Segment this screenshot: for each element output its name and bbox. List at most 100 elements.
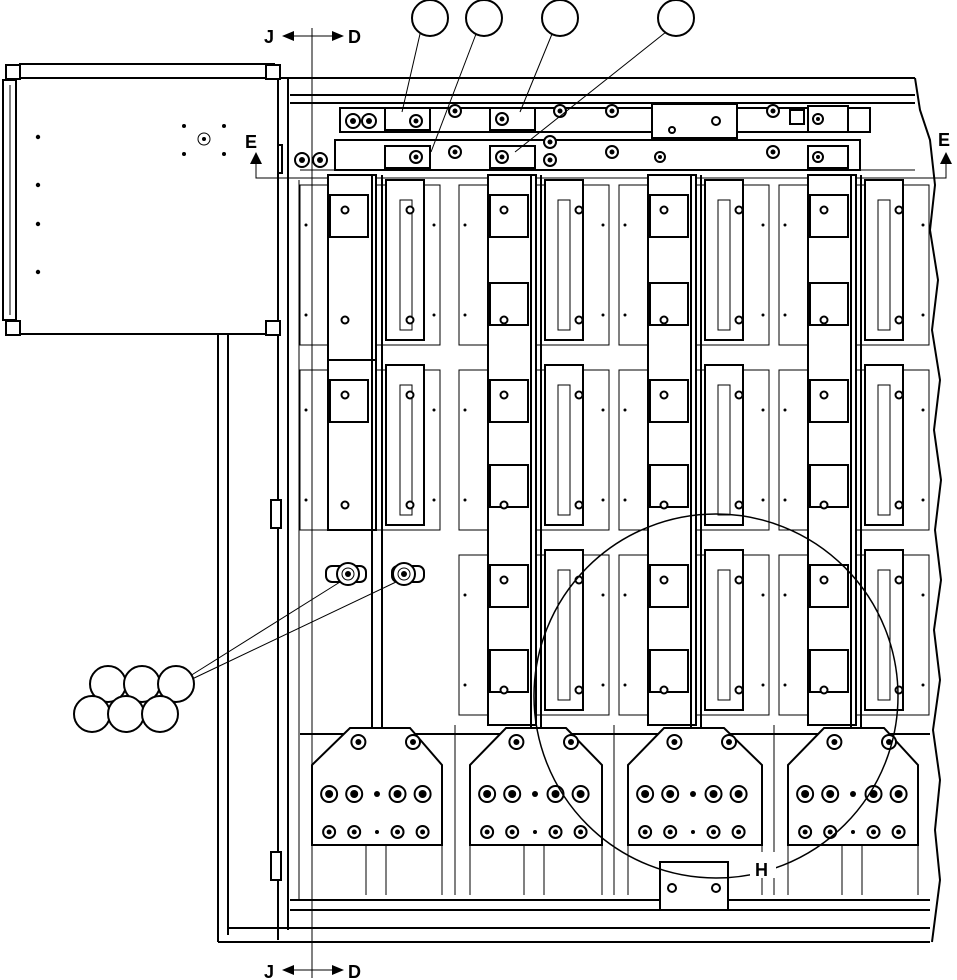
fastener-dot — [601, 593, 605, 597]
callout-balloon-1 — [411, 0, 449, 37]
section-label-top-right: D — [348, 27, 361, 47]
fastener-screw — [894, 315, 904, 325]
fastener-dot — [623, 408, 627, 412]
left-door-panel — [2, 63, 281, 336]
fastener-screw — [819, 390, 829, 400]
fastener-screw — [405, 500, 415, 510]
fastener-screw — [499, 390, 509, 400]
fastener-dot — [921, 223, 925, 227]
fastener-dot — [432, 223, 436, 227]
module-column-3 — [647, 174, 744, 730]
fastener-screw — [894, 390, 904, 400]
fastener-screw — [734, 685, 744, 695]
fastener-dot — [601, 408, 605, 412]
fastener-screw — [405, 315, 415, 325]
fastener-screw — [659, 315, 669, 325]
callout-balloon-3 — [541, 0, 579, 37]
fastener-dot — [761, 223, 765, 227]
fastener-dot — [921, 593, 925, 597]
fastener-screw — [405, 205, 415, 215]
fastener-dot — [783, 408, 787, 412]
fastener-screw — [659, 575, 669, 585]
fastener-dot — [432, 498, 436, 502]
fastener-screw — [340, 315, 350, 325]
fastener-screw — [340, 500, 350, 510]
fastener-screw — [499, 205, 509, 215]
fastener-dot — [463, 498, 467, 502]
callout-balloon-4 — [657, 0, 695, 37]
fastener-dot — [921, 683, 925, 687]
fastener-dot — [761, 408, 765, 412]
panel-fasteners — [304, 205, 925, 695]
fastener-screw — [734, 390, 744, 400]
module-grid — [299, 174, 930, 730]
fastener-dot — [761, 498, 765, 502]
top-bolts — [294, 104, 824, 168]
section-line-jd: J D J D — [264, 27, 361, 980]
fastener-screw — [340, 390, 350, 400]
fastener-dot — [783, 683, 787, 687]
fastener-screw — [734, 205, 744, 215]
fastener-screw — [734, 575, 744, 585]
fastener-dot — [304, 408, 308, 412]
fastener-screw — [819, 315, 829, 325]
top-callouts — [401, 0, 695, 153]
ground-studs — [325, 562, 425, 586]
fastener-dot — [783, 313, 787, 317]
section-label-bottom-right: D — [348, 962, 361, 980]
fastener-dot — [601, 683, 605, 687]
fastener-screw — [819, 575, 829, 585]
top-busbar-assembly — [294, 103, 915, 179]
fastener-screw — [894, 685, 904, 695]
fastener-screw — [819, 205, 829, 215]
fastener-dot — [921, 498, 925, 502]
module-column-1 — [327, 174, 425, 730]
fastener-screw — [574, 205, 584, 215]
fastener-dot — [623, 683, 627, 687]
callout-balloon-2 — [465, 0, 503, 37]
fastener-screw — [574, 390, 584, 400]
module-column-4 — [807, 174, 904, 730]
cluster-balloon-3 — [157, 665, 195, 703]
detail-circle-h: H — [533, 513, 899, 880]
fastener-dot — [623, 593, 627, 597]
module-column-2 — [487, 174, 584, 730]
view-label-left: E — [245, 132, 257, 152]
fastener-dot — [783, 593, 787, 597]
fastener-screw — [819, 685, 829, 695]
fastener-screw — [499, 500, 509, 510]
fastener-screw — [499, 575, 509, 585]
fastener-screw — [659, 500, 669, 510]
fastener-screw — [574, 315, 584, 325]
fastener-screw — [574, 685, 584, 695]
view-marker-right: E — [905, 130, 952, 179]
fastener-screw — [659, 390, 669, 400]
fastener-screw — [894, 205, 904, 215]
fastener-dot — [921, 408, 925, 412]
fastener-screw — [659, 685, 669, 695]
bottom-terminal-blocks — [300, 725, 930, 911]
fastener-screw — [894, 575, 904, 585]
fastener-screw — [405, 390, 415, 400]
fastener-dot — [623, 498, 627, 502]
cluster-balloon-5 — [107, 695, 145, 733]
fastener-dot — [601, 313, 605, 317]
fastener-dot — [463, 313, 467, 317]
fastener-dot — [304, 498, 308, 502]
fastener-screw — [734, 500, 744, 510]
fastener-screw — [499, 315, 509, 325]
cluster-balloon-4 — [73, 695, 111, 733]
fastener-dot — [463, 683, 467, 687]
fastener-screw — [819, 500, 829, 510]
section-label-top-left: J — [264, 27, 274, 47]
fastener-dot — [304, 223, 308, 227]
view-label-right: E — [938, 130, 950, 150]
fastener-dot — [463, 223, 467, 227]
fastener-dot — [601, 498, 605, 502]
fastener-screw — [734, 315, 744, 325]
fastener-dot — [761, 313, 765, 317]
fastener-dot — [623, 313, 627, 317]
fastener-dot — [463, 593, 467, 597]
fastener-dot — [601, 223, 605, 227]
